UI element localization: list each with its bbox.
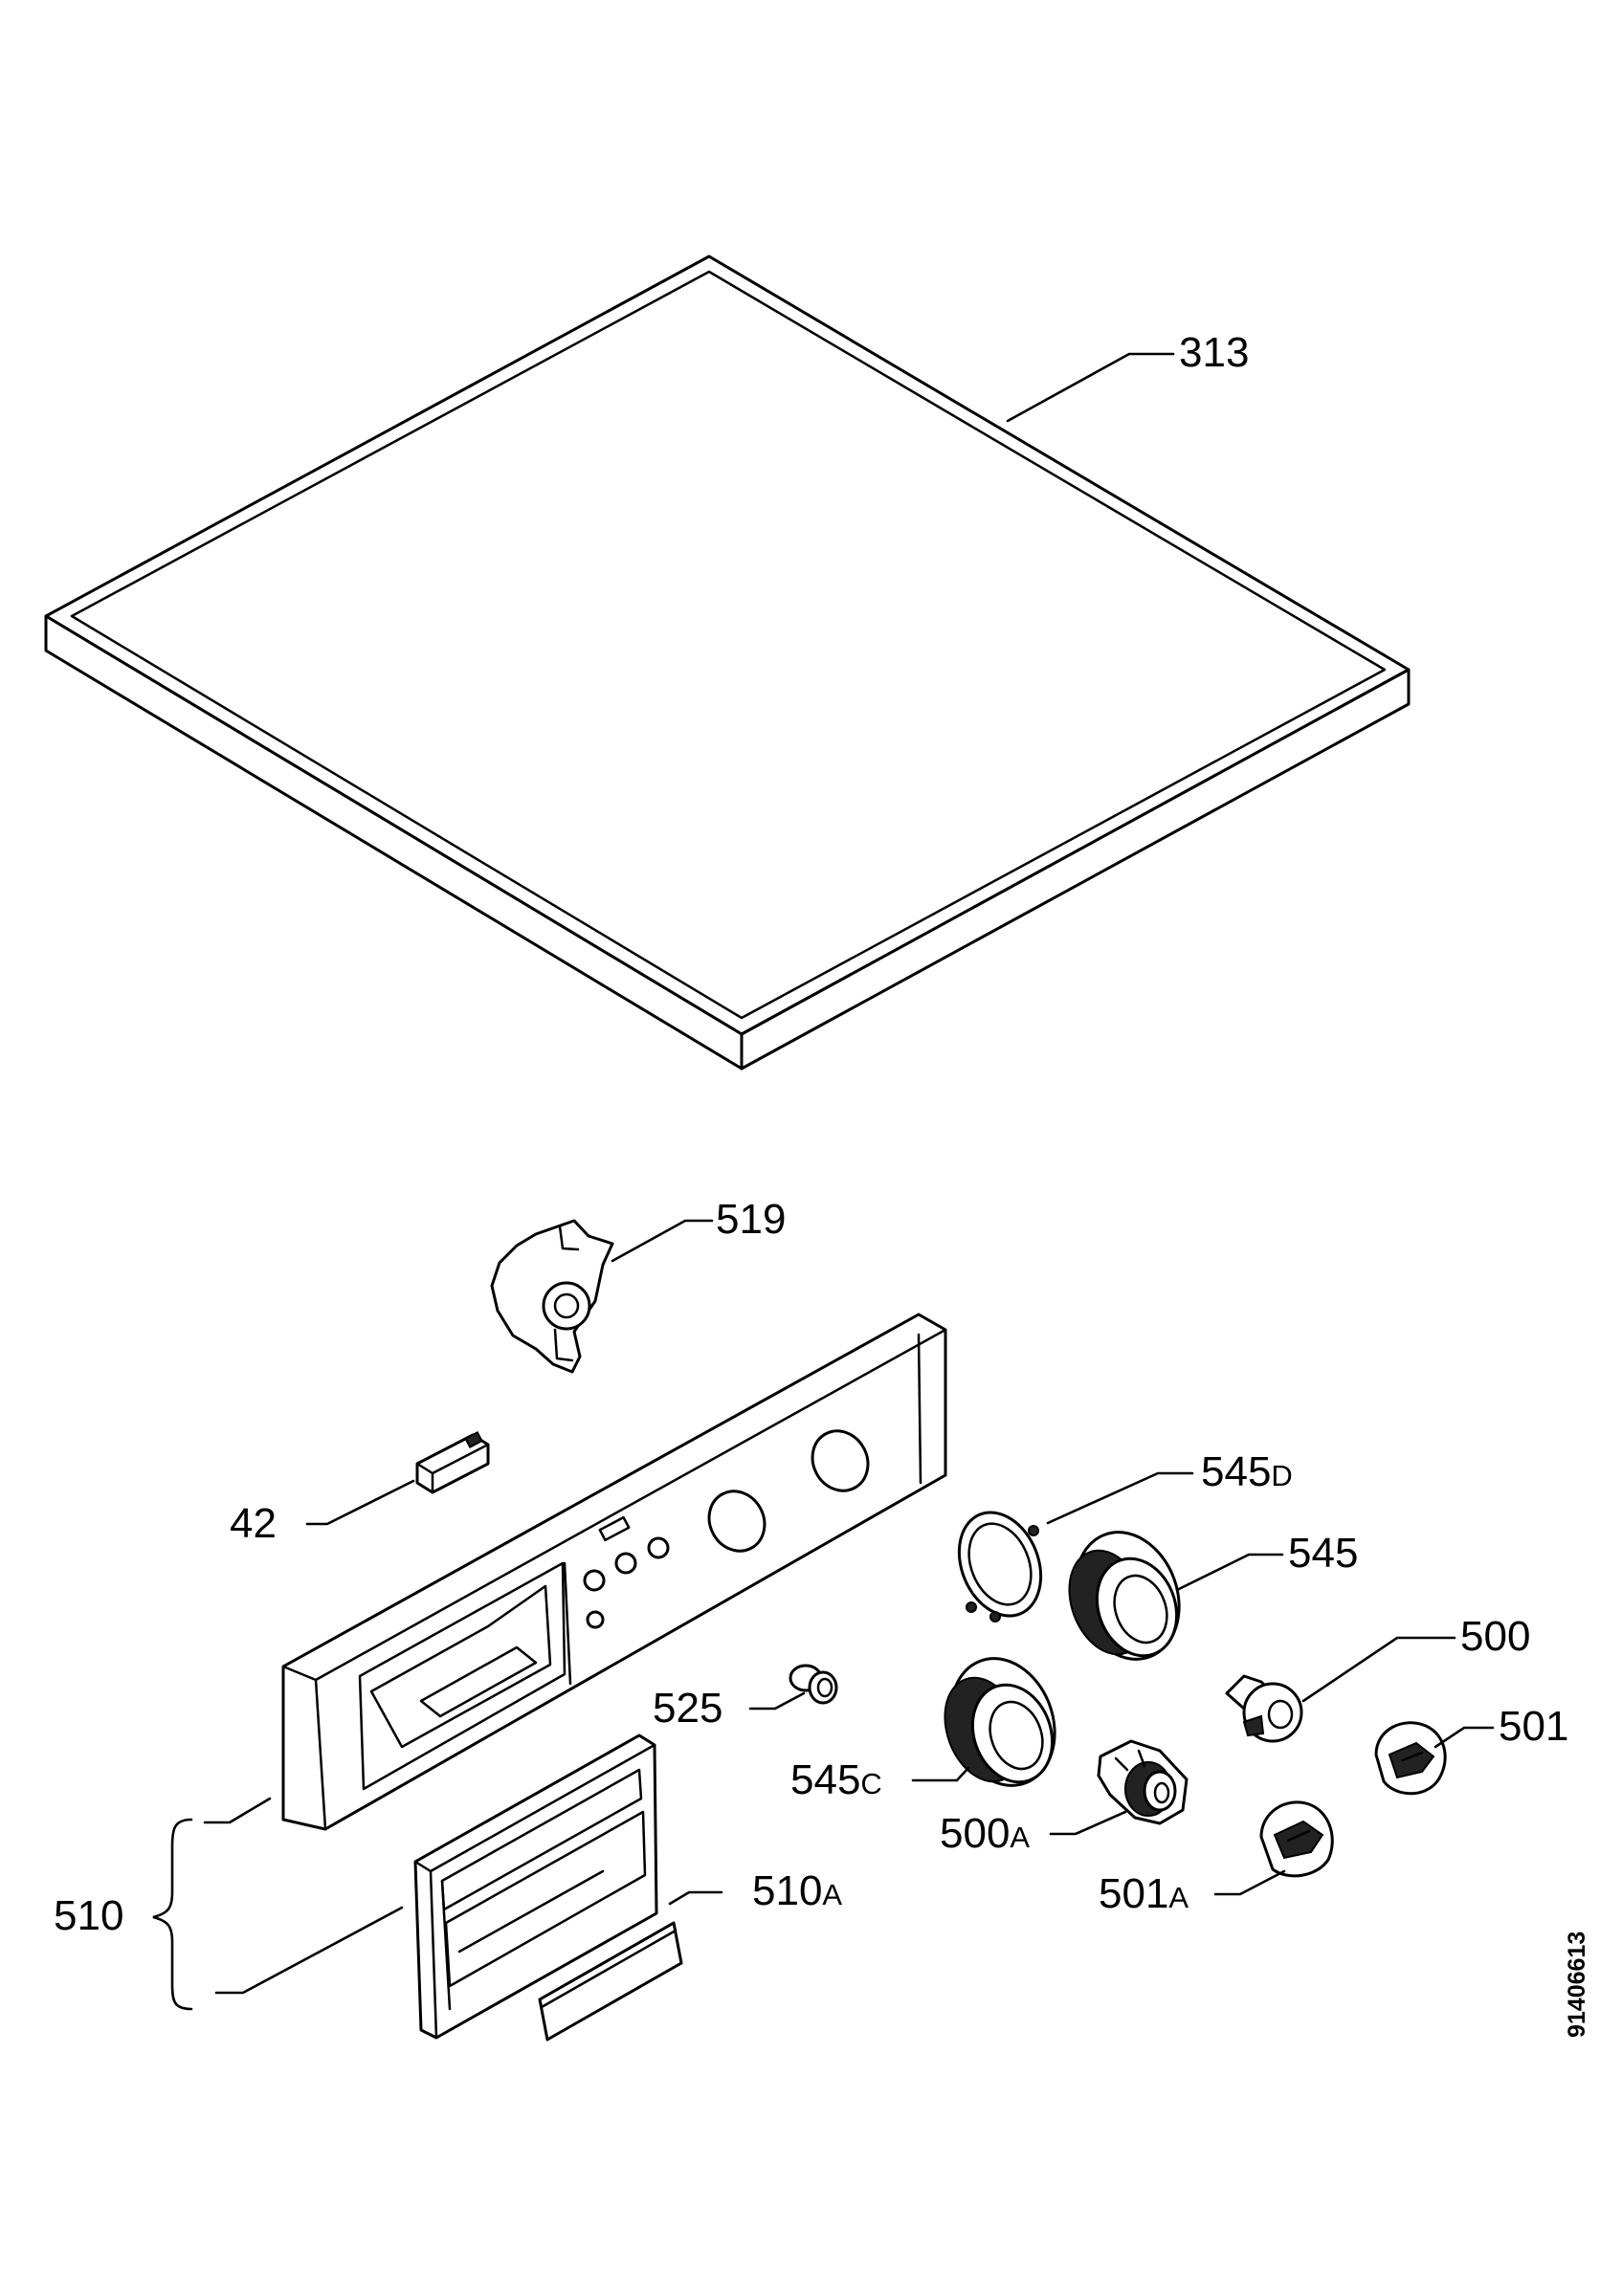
part-519-holder (490, 1219, 614, 1374)
label-501: 501 (1499, 1703, 1568, 1750)
label-313: 313 (1179, 329, 1249, 376)
label-545c: 545C (790, 1756, 882, 1803)
label-500a: 500A (940, 1810, 1030, 1857)
part-500-spindle (1225, 1674, 1303, 1743)
label-42: 42 (230, 1500, 277, 1547)
drawing-code: 91406613 (1564, 1932, 1590, 2038)
part-525-plug (789, 1664, 838, 1705)
part-42-switch-block (415, 1430, 490, 1494)
part-500a-spindle (1097, 1739, 1189, 1825)
part-labels: 313 519 42 545D 545 500 525 501 545C 500… (54, 329, 1590, 2038)
label-525: 525 (653, 1685, 722, 1732)
part-501a-cap (1259, 1800, 1334, 1878)
label-545: 545 (1288, 1530, 1358, 1577)
part-545d-ring (957, 1511, 1043, 1623)
label-500: 500 (1460, 1613, 1530, 1660)
label-510a: 510A (752, 1867, 842, 1914)
label-510: 510 (54, 1892, 123, 1939)
label-501a: 501A (1099, 1870, 1189, 1917)
leader-lines (152, 352, 1495, 2011)
part-313-top-cover (44, 254, 1411, 1071)
control-panel-fascia (281, 1313, 947, 1831)
part-510-drawer (413, 1733, 658, 2040)
label-519: 519 (716, 1196, 786, 1243)
label-545d: 545D (1201, 1448, 1293, 1495)
part-545c-knob (944, 1657, 1056, 1787)
part-545-knob (1068, 1531, 1181, 1661)
part-510a-plate (538, 1921, 683, 2042)
part-501-cap (1374, 1721, 1447, 1796)
